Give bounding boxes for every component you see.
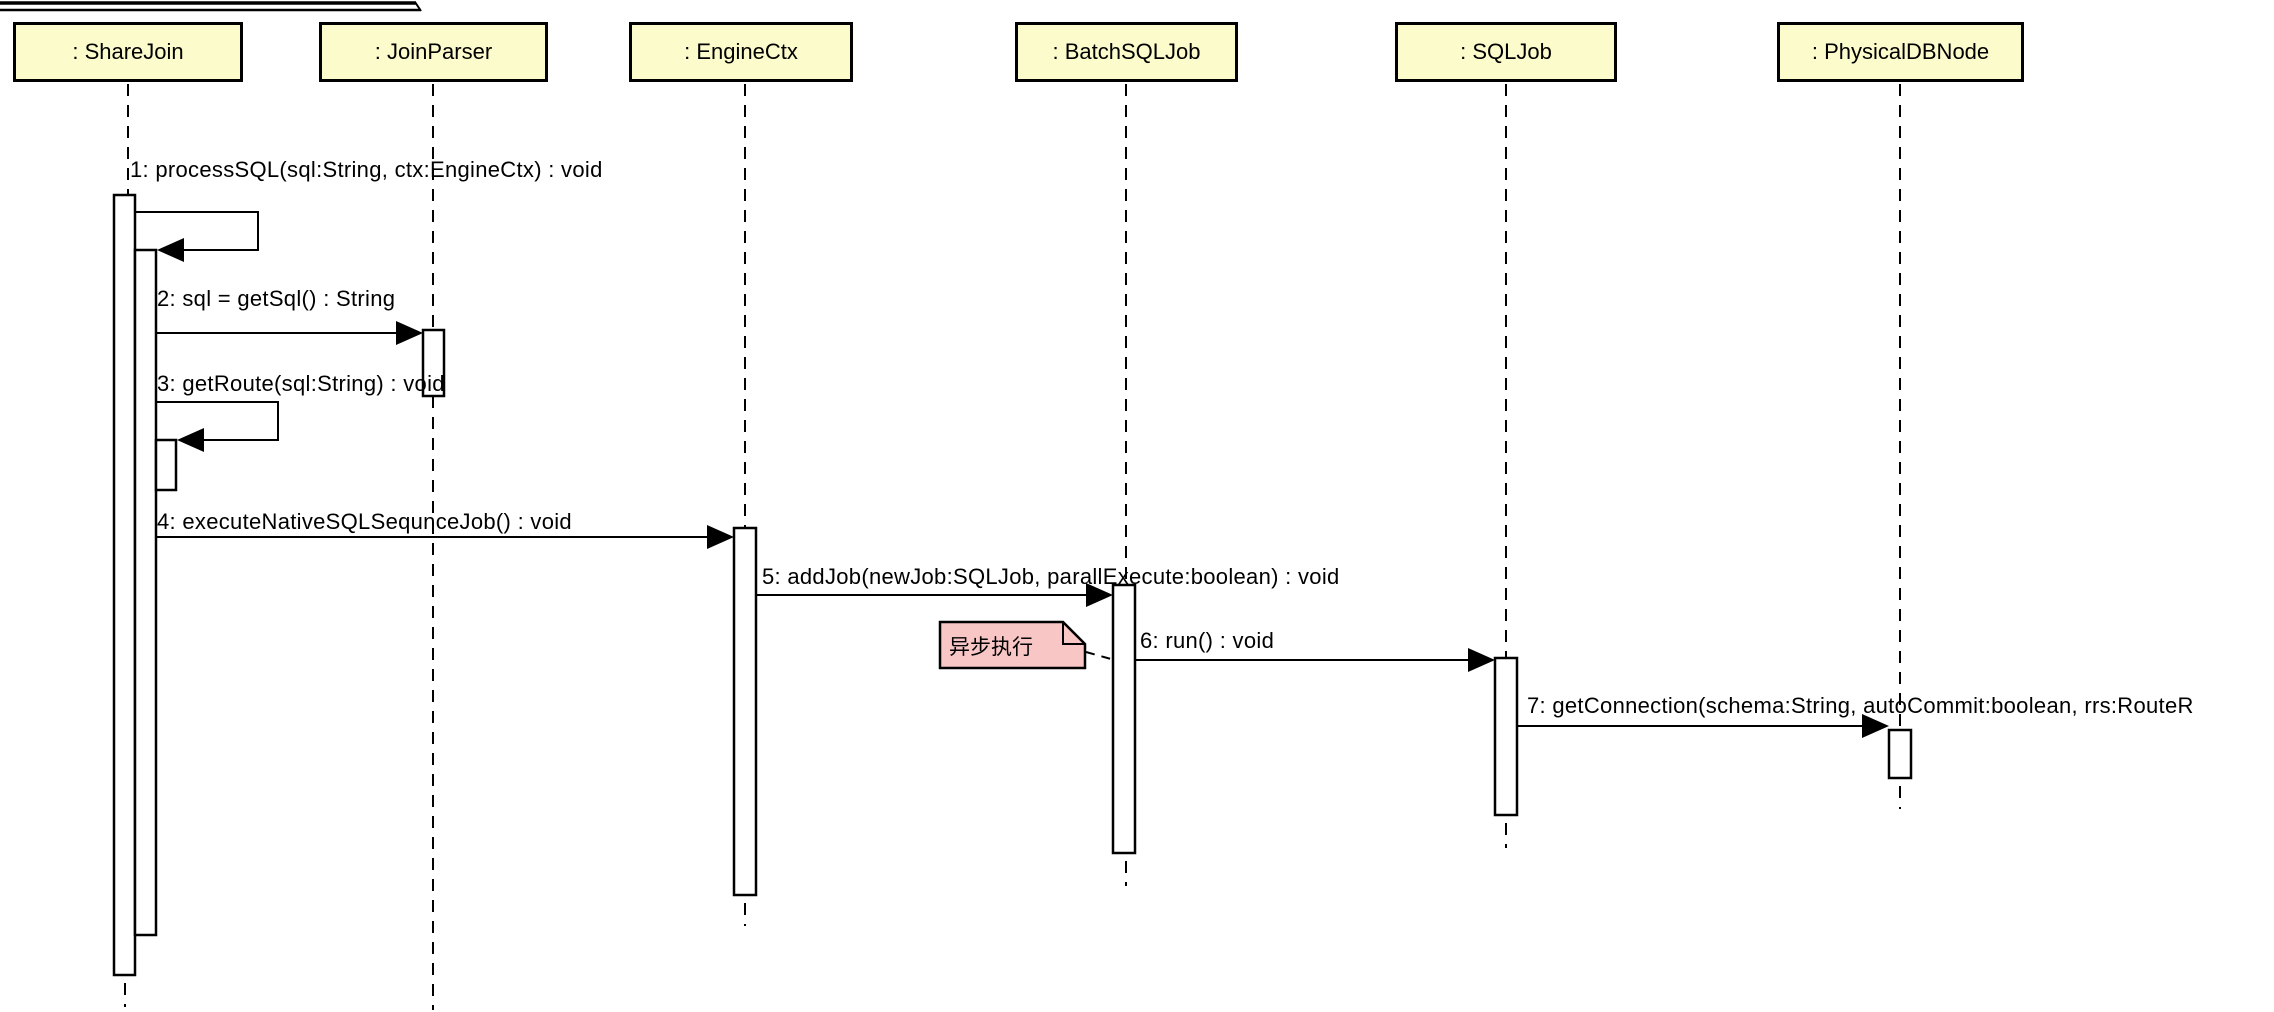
activation-bars bbox=[112, 193, 1913, 977]
object-head-sqljob: : SQLJob bbox=[1395, 22, 1617, 82]
message-2-label: 2: sql = getSql() : String bbox=[157, 286, 396, 311]
activation-sqljob bbox=[1493, 656, 1519, 817]
message-1-self-arrow bbox=[135, 211, 259, 262]
message-2-arrowhead-icon bbox=[396, 321, 423, 345]
message-5-arrow bbox=[756, 583, 1113, 607]
activation-sharejoin-nested bbox=[133, 248, 158, 937]
activation-sharejoin-nested2 bbox=[154, 438, 178, 492]
activation-enginectx bbox=[732, 526, 758, 897]
object-head-sharejoin: : ShareJoin bbox=[13, 22, 243, 82]
activation-sharejoin-outer bbox=[112, 193, 137, 977]
object-label: : JoinParser bbox=[374, 39, 493, 64]
message-1-label: 1: processSQL(sql:String, ctx:EngineCtx)… bbox=[130, 157, 603, 182]
lifelines bbox=[124, 84, 1901, 1010]
activation-batchsqljob bbox=[1111, 583, 1137, 855]
activation-joinparser bbox=[421, 328, 446, 398]
activation-physicaldbnode bbox=[1887, 728, 1913, 780]
message-6-arrow bbox=[1135, 648, 1495, 672]
clipped-frame-edge bbox=[0, 1, 422, 12]
message-4-arrowhead-icon bbox=[707, 525, 734, 549]
message-7-arrow bbox=[1517, 714, 1889, 738]
message-1-arrowhead-icon bbox=[157, 238, 184, 262]
note-label: 异步执行 bbox=[949, 636, 1033, 659]
message-4-arrow bbox=[156, 525, 734, 549]
message-7-label: 7: getConnection(schema:String, autoComm… bbox=[1527, 693, 2194, 718]
object-head-joinparser: : JoinParser bbox=[319, 22, 548, 82]
object-head-physicaldbnode: : PhysicalDBNode bbox=[1777, 22, 2024, 82]
note-connector bbox=[1085, 651, 1119, 662]
message-3-label: 3: getRoute(sql:String) : void bbox=[157, 371, 445, 396]
message-5-arrowhead-icon bbox=[1086, 583, 1113, 607]
object-label: : PhysicalDBNode bbox=[1811, 39, 1990, 64]
message-6-label: 6: run() : void bbox=[1140, 628, 1275, 653]
object-label: : ShareJoin bbox=[72, 39, 184, 64]
message-7-arrowhead-icon bbox=[1862, 714, 1889, 738]
message-2-arrow bbox=[156, 321, 423, 345]
message-3-self-arrow bbox=[156, 401, 279, 452]
note-fold-icon bbox=[1062, 622, 1085, 645]
message-3-arrowhead-icon bbox=[177, 428, 204, 452]
message-4-label: 4: executeNativeSQLSequnceJob() : void bbox=[157, 509, 572, 534]
object-head-enginectx: : EngineCtx bbox=[629, 22, 853, 82]
object-label: : SQLJob bbox=[1460, 39, 1552, 64]
message-5-label: 5: addJob(newJob:SQLJob, parallExecute:b… bbox=[762, 564, 1340, 589]
object-label: : BatchSQLJob bbox=[1052, 39, 1201, 64]
note-shape bbox=[938, 620, 1087, 670]
object-label: : EngineCtx bbox=[684, 39, 798, 64]
message-6-arrowhead-icon bbox=[1468, 648, 1495, 672]
object-head-batchsqljob: : BatchSQLJob bbox=[1015, 22, 1238, 82]
